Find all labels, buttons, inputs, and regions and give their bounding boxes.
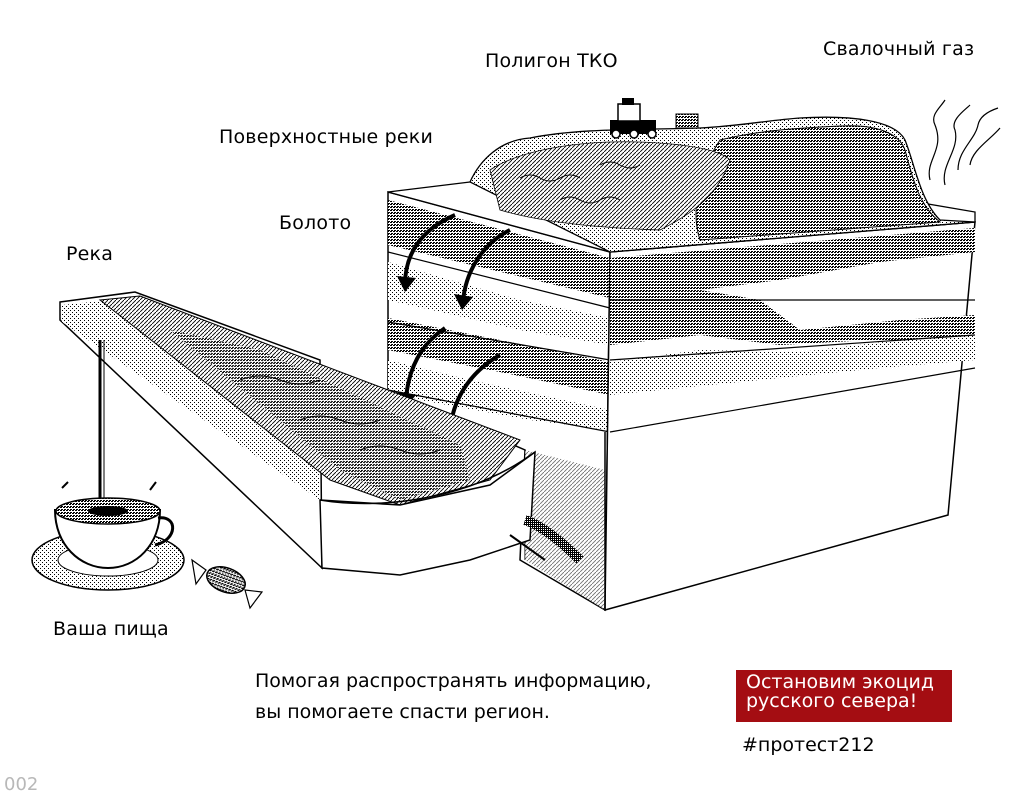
hashtag: #протест212 — [742, 734, 875, 756]
label-landfill-gas: Свалочный газ — [823, 38, 975, 60]
arrow-down-1 — [403, 213, 456, 286]
badge-line-2: русского севера! — [746, 690, 918, 712]
soil-layer-1 — [388, 200, 610, 298]
candy-icon — [191, 558, 264, 610]
arrow-down-2 — [461, 228, 511, 303]
message-line-2: вы помогаете спасти регион. — [255, 701, 550, 723]
landfill-mound — [469, 98, 976, 253]
soil-layer-4 — [388, 360, 610, 430]
block-front-lower-shade — [525, 450, 605, 610]
badge-line-1: Остановим экоцид — [746, 671, 935, 693]
badge-background — [736, 670, 952, 722]
label-river: Река — [66, 243, 114, 265]
protest-badge: Остановим экоцид русского севера! — [736, 670, 952, 722]
arrow-down-3 — [404, 326, 447, 401]
landfill-gas-icon — [928, 99, 1001, 186]
cup-body — [53, 509, 162, 570]
message-line-1: Помогая распространять информацию, — [255, 670, 652, 692]
river-channel — [59, 291, 584, 576]
label-surface-rivers: Поверхностные реки — [219, 126, 433, 148]
soil-layer-2 — [388, 262, 610, 345]
right-layer-2 — [610, 290, 975, 345]
river-water-dark — [170, 330, 470, 500]
landfill-dark-slope — [695, 125, 942, 241]
river-front-wall — [319, 450, 536, 576]
landfill-waste-surface — [489, 141, 731, 231]
label-landfill: Полигон ТКО — [485, 50, 618, 72]
page-number: 002 — [4, 774, 39, 795]
label-swamp: Болото — [279, 212, 352, 234]
river-left-bank-shade — [62, 298, 320, 500]
cup-handle — [154, 516, 175, 547]
call-to-action-text: Помогая распространять информацию, вы по… — [255, 666, 652, 728]
right-layer-3 — [610, 335, 975, 395]
tea-cup-icon — [31, 481, 185, 591]
right-layer-1 — [610, 228, 975, 300]
label-your-food: Ваша пища — [53, 618, 169, 640]
river-outflow — [523, 515, 584, 564]
bulldozer-icon — [610, 98, 699, 139]
